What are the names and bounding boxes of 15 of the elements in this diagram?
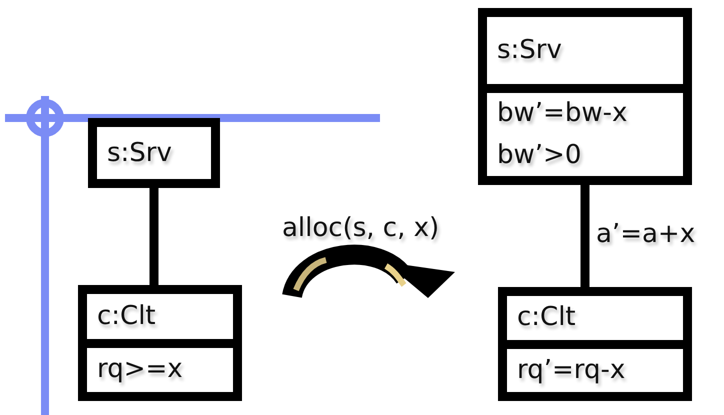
connector-line [580, 185, 590, 287]
box-text: s:Srv [497, 36, 563, 65]
box-text: rq’=rq-x [517, 356, 626, 385]
box-text: s:Srv [107, 138, 173, 168]
transition-label: alloc(s, c, x) [282, 214, 440, 243]
box-text: c:Clt [517, 303, 577, 332]
class-box [498, 287, 692, 401]
box-text: bw’=bw-x [497, 99, 628, 128]
box-text: rq>=x [97, 355, 184, 384]
connector-line [150, 188, 158, 285]
class-box [478, 8, 692, 185]
box-text: bw’>0 [497, 140, 582, 170]
class-box [88, 118, 220, 188]
box-text: c:Clt [97, 302, 157, 331]
class-box [78, 285, 242, 401]
